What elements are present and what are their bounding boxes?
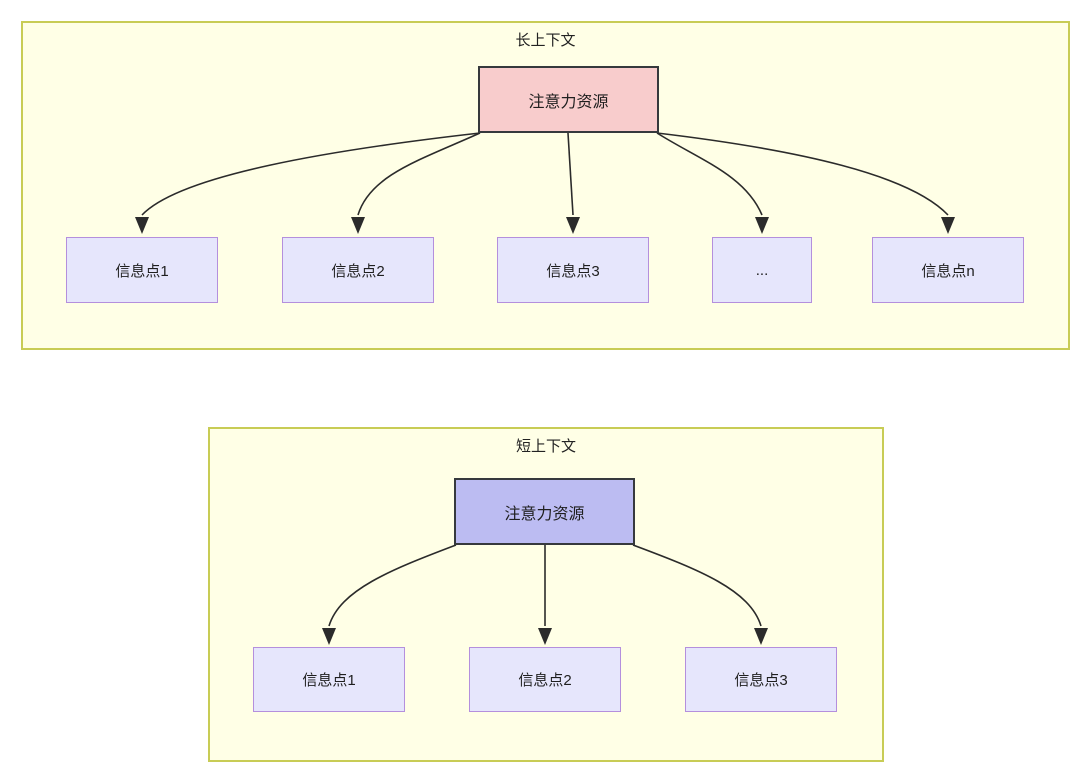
edge-attention-to-info2 xyxy=(351,132,481,234)
node-label: 信息点1 xyxy=(302,672,356,689)
edge-attention-to-info1 xyxy=(135,132,481,234)
node-label: 信息点2 xyxy=(331,262,385,280)
edge-attention-to-info1-short xyxy=(322,544,457,645)
node-label: ... xyxy=(755,261,769,279)
node-label: 信息点1 xyxy=(115,262,169,280)
node-info-point-2-long[interactable]: 信息点2 xyxy=(282,237,434,303)
edge-attention-to-info3-short xyxy=(632,544,768,645)
node-info-point-3-short[interactable]: 信息点3 xyxy=(685,647,837,712)
node-label: 注意力资源 xyxy=(504,505,585,523)
panel-short-context-title: 短上下文 xyxy=(515,438,576,455)
node-label: 信息点3 xyxy=(734,672,788,689)
edge-attention-to-infon xyxy=(656,132,955,234)
edge-attention-to-info2-short xyxy=(538,545,552,645)
edge-attention-to-info3 xyxy=(566,132,580,234)
edge-attention-to-ellipsis xyxy=(656,132,769,234)
node-label: 注意力资源 xyxy=(528,93,609,111)
node-label: 信息点3 xyxy=(546,262,600,280)
node-info-point-1-short[interactable]: 信息点1 xyxy=(253,647,405,712)
node-info-point-3-long[interactable]: 信息点3 xyxy=(497,237,649,303)
node-info-point-ellipsis-long[interactable]: ... xyxy=(712,237,812,303)
node-label: 信息点2 xyxy=(518,672,572,689)
node-info-point-n-long[interactable]: 信息点n xyxy=(872,237,1024,303)
panel-long-context-title: 长上下文 xyxy=(515,32,576,49)
node-attention-resource-long[interactable]: 注意力资源 xyxy=(478,66,659,133)
node-info-point-2-short[interactable]: 信息点2 xyxy=(469,647,621,712)
node-info-point-1-long[interactable]: 信息点1 xyxy=(66,237,218,303)
node-attention-resource-short[interactable]: 注意力资源 xyxy=(454,478,635,545)
node-label: 信息点n xyxy=(921,262,975,280)
